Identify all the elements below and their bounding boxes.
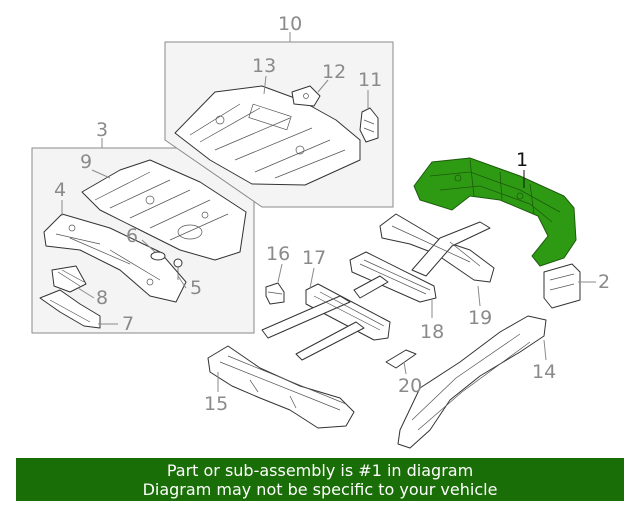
- part-14-rear-side-member[interactable]: [397, 315, 547, 449]
- part-2-bracket[interactable]: [543, 263, 581, 309]
- callout-14: 14: [532, 361, 556, 383]
- callout-16: 16: [266, 243, 290, 265]
- banner-line-1: Part or sub-assembly is #1 in diagram: [166, 461, 474, 480]
- callout-18: 18: [420, 321, 444, 343]
- part-1-rear-crossmember[interactable]: [413, 157, 577, 267]
- callout-13: 13: [252, 55, 276, 77]
- callout-7: 7: [122, 313, 134, 335]
- callout-12: 12: [322, 61, 346, 83]
- part-16-block[interactable]: [265, 282, 285, 305]
- part-8-reinforcement[interactable]: [51, 265, 87, 293]
- callout-15: 15: [204, 393, 228, 415]
- part-18-crossmember[interactable]: [349, 251, 437, 303]
- part-6-clip[interactable]: [150, 251, 166, 261]
- callout-9: 9: [80, 151, 92, 173]
- parts-diagram: 10 13 12 11 3 9 4 6 5 8 7 1 2 16 17 18 1…: [31, 13, 610, 449]
- part-4-side-member[interactable]: [43, 213, 187, 303]
- callout-20: 20: [398, 375, 422, 397]
- part-19-crossmember[interactable]: [379, 213, 495, 283]
- callout-4: 4: [54, 179, 66, 201]
- info-banner: Part or sub-assembly is #1 in diagram Di…: [16, 458, 624, 501]
- part-7-reinforcement[interactable]: [39, 289, 101, 329]
- callout-labels: 10 13 12 11 3 9 4 6 5 8 7 1 2 16 17 18 1…: [54, 13, 610, 415]
- part-15-rear-side-member[interactable]: [207, 345, 355, 429]
- part-9-front-floor-pan[interactable]: [81, 159, 247, 261]
- callout-17: 17: [302, 247, 326, 269]
- callout-11: 11: [358, 69, 382, 91]
- part-17-crossmember[interactable]: [261, 283, 391, 361]
- callout-19: 19: [468, 307, 492, 329]
- callout-6: 6: [126, 225, 138, 247]
- callout-8: 8: [96, 287, 108, 309]
- callout-1: 1: [516, 149, 528, 171]
- banner-line-2: Diagram may not be specific to your vehi…: [142, 480, 498, 499]
- part-11-bracket[interactable]: [359, 107, 379, 143]
- part-13-rear-floor-pan[interactable]: [174, 85, 361, 186]
- callout-2: 2: [598, 271, 610, 293]
- part-12-bracket[interactable]: [291, 85, 321, 107]
- callout-10: 10: [278, 13, 302, 35]
- leader-lines: [61, 32, 596, 392]
- callout-5: 5: [190, 277, 202, 299]
- callout-3: 3: [96, 119, 108, 141]
- part-5-bolt[interactable]: [173, 258, 183, 280]
- part-20-bracket[interactable]: [385, 349, 417, 369]
